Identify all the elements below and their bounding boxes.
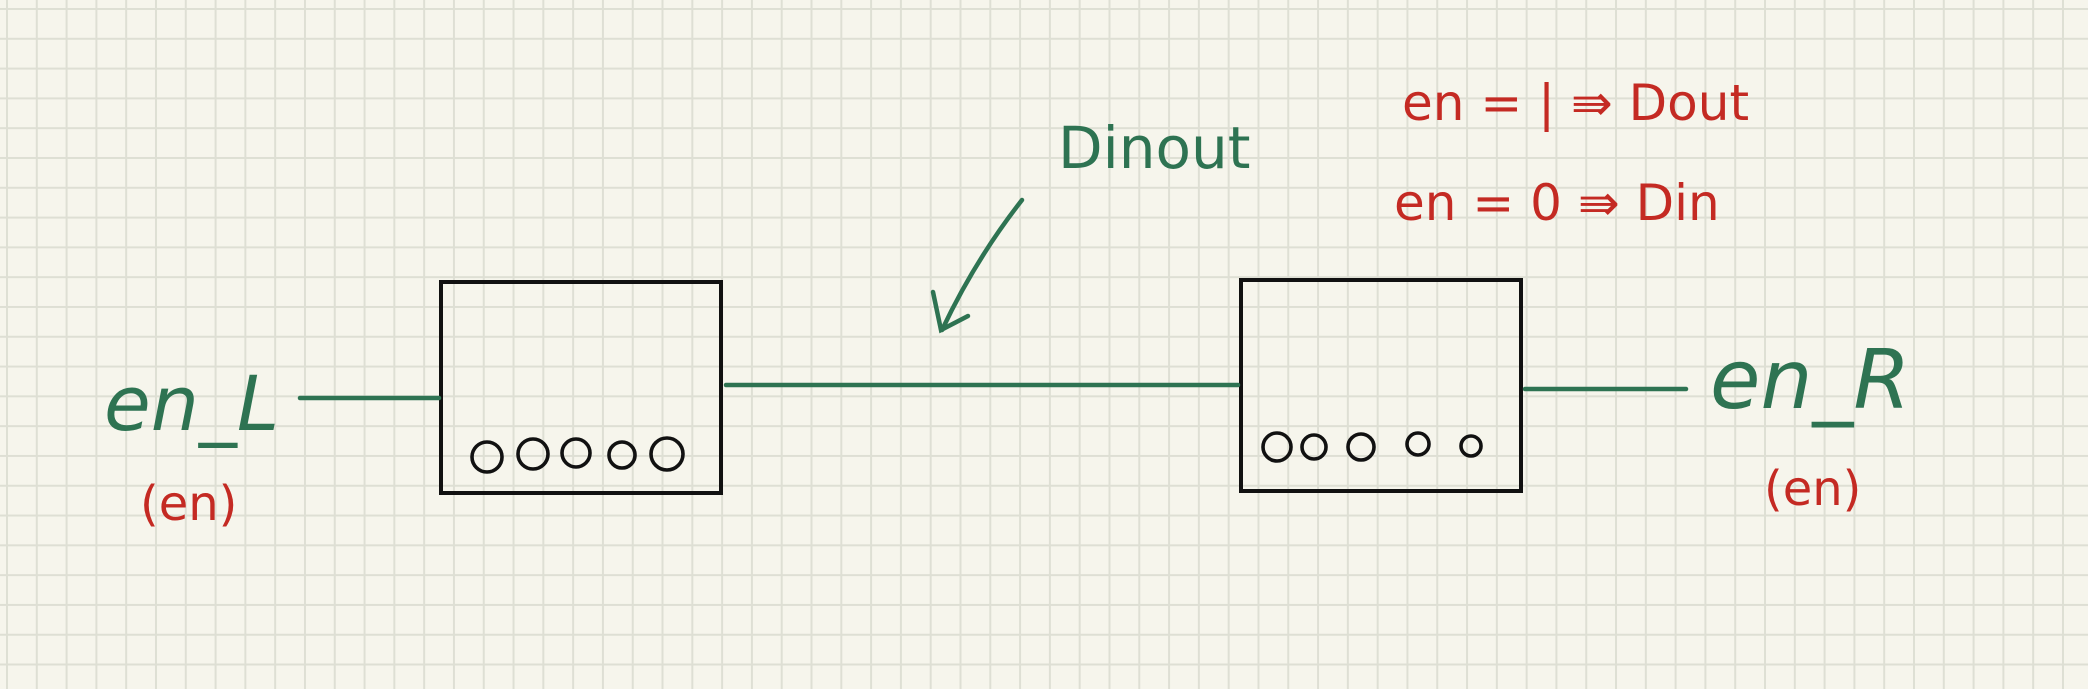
bus-label: Dinout xyxy=(1058,114,1251,182)
en-r-note: (en) xyxy=(1764,461,1861,517)
left-circle-4 xyxy=(607,440,637,470)
left-circle-1 xyxy=(470,440,504,474)
en-l-label: en_L xyxy=(104,359,279,448)
right-circle-2 xyxy=(1300,433,1328,461)
right-circle-3 xyxy=(1346,432,1376,462)
en-r-label: en_R xyxy=(1710,333,1910,428)
right-block-circles xyxy=(1261,431,1483,463)
right-circle-1 xyxy=(1261,431,1293,463)
left-circle-3 xyxy=(560,437,592,469)
right-circle-4 xyxy=(1405,431,1431,457)
truth-note-enable-low: en = 0 ⇛ Din xyxy=(1394,174,1720,232)
right-circle-5 xyxy=(1459,434,1483,458)
truth-note-enable-high: en = | ⇛ Dout xyxy=(1402,74,1749,132)
left-block xyxy=(439,280,723,495)
en-l-note: (en) xyxy=(140,476,237,532)
left-circle-2 xyxy=(516,437,550,471)
right-block xyxy=(1239,278,1523,493)
left-block-circles xyxy=(470,436,685,474)
left-circle-5 xyxy=(649,436,685,472)
bus-pointer-arrow xyxy=(930,197,1025,334)
